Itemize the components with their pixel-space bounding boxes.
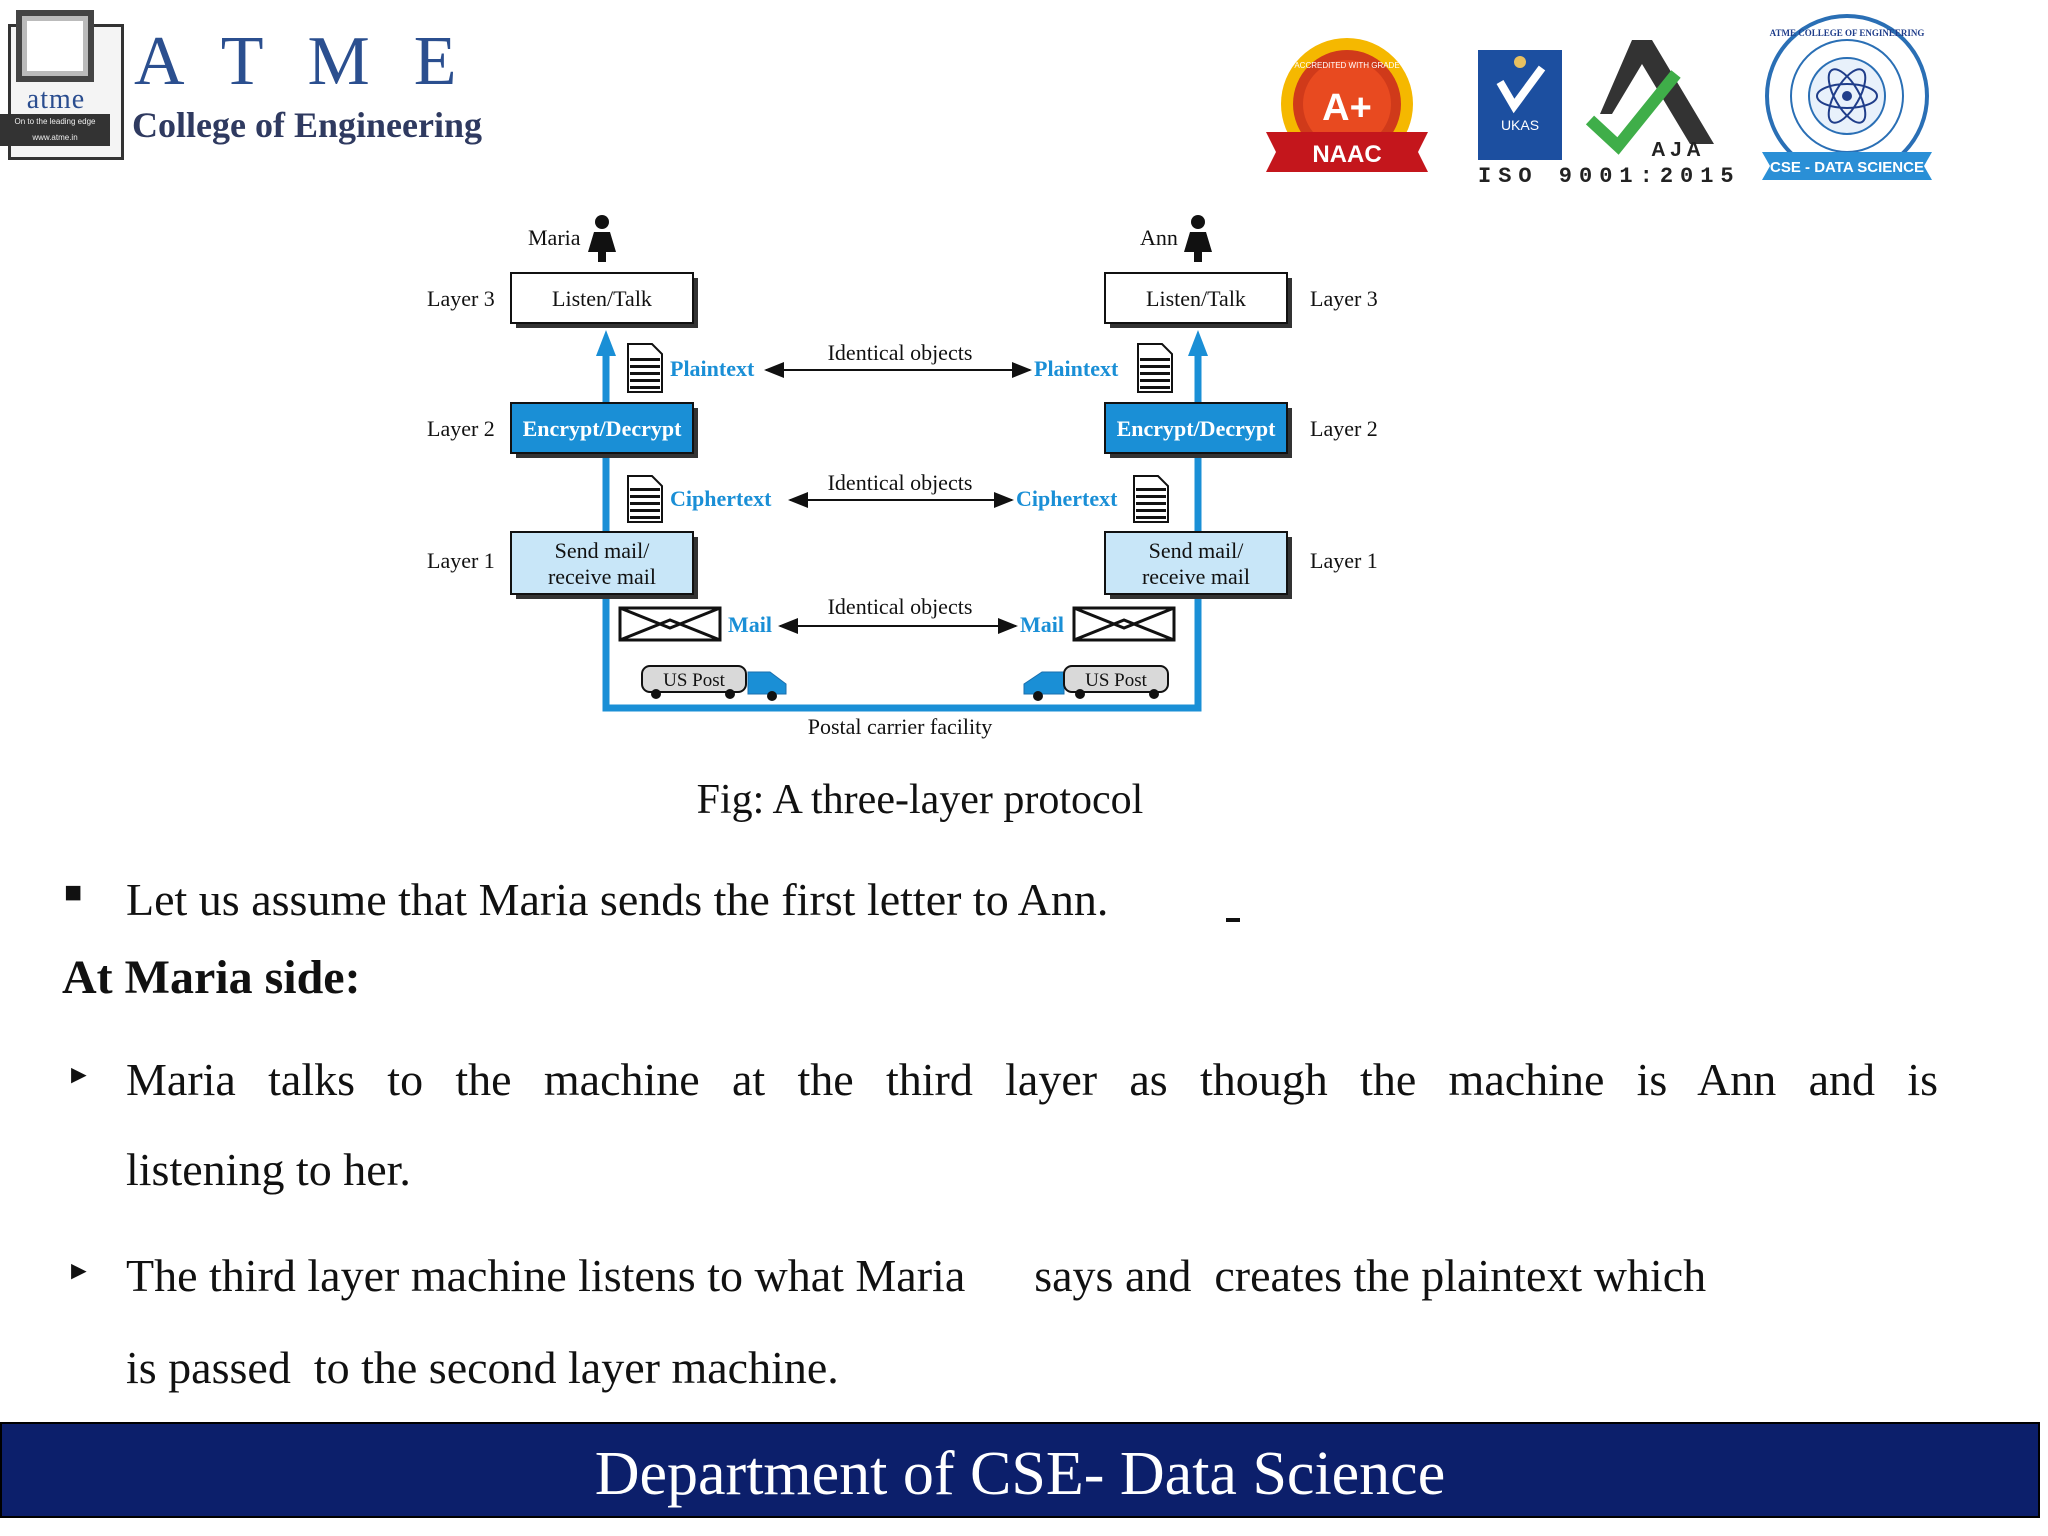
right-listen-talk-label: Listen/Talk xyxy=(1146,286,1246,311)
bullet3-line2: is passed to the second layer machine. xyxy=(126,1342,839,1393)
bullet2-arrow-icon: ► xyxy=(66,1060,92,1089)
right-up-arrow-icon xyxy=(1188,330,1208,356)
right-person-label: Ann xyxy=(1140,225,1178,250)
right-plaintext-document-icon xyxy=(1137,343,1173,393)
right-us-post-truck-icon: US Post xyxy=(1023,665,1169,701)
right-us-post-label: US Post xyxy=(1085,670,1147,691)
right-send-receive-box: Send mail/ receive mail xyxy=(1104,531,1292,599)
three-layer-protocol-diagram: Maria Ann Layer 3 Layer 2 Layer 1 Layer … xyxy=(427,215,1378,739)
left-up-arrow-icon xyxy=(596,330,616,356)
right-layer3-label: Layer 3 xyxy=(1310,286,1378,311)
naac-ring-text: ACCREDITED WITH GRADE xyxy=(1294,61,1399,70)
left-person-label: Maria xyxy=(528,225,581,250)
left-mail-envelope-icon xyxy=(618,606,722,642)
text-cursor xyxy=(1226,918,1240,922)
left-encrypt-decrypt-box: Encrypt/Decrypt xyxy=(510,402,698,458)
left-listen-talk-box: Listen/Talk xyxy=(510,272,698,328)
left-listen-talk-label: Listen/Talk xyxy=(552,286,652,311)
bullet3-line1: The third layer machine listens to what … xyxy=(126,1250,1707,1301)
maria-side-heading: At Maria side: xyxy=(62,951,361,1004)
right-mail-label: Mail xyxy=(1020,612,1064,637)
identical-objects-label-3: Identical objects xyxy=(828,594,973,619)
bullet2-line1: Maria talks to the machine at the third … xyxy=(126,1054,1938,1105)
aja-label: A J A xyxy=(1651,139,1701,161)
left-ciphertext-document-icon xyxy=(627,475,663,523)
naac-badge-icon: ACCREDITED WITH GRADE A+ NAAC xyxy=(1266,38,1428,172)
right-layer1-label: Layer 1 xyxy=(1310,548,1378,573)
left-ciphertext-label: Ciphertext xyxy=(670,486,772,511)
right-plaintext-label: Plaintext xyxy=(1034,356,1119,381)
left-plaintext-document-icon xyxy=(627,343,663,393)
left-us-post-label: US Post xyxy=(663,670,725,691)
left-mail-label: Mail xyxy=(728,612,772,637)
bullet2-line2: listening to her. xyxy=(126,1144,411,1195)
naac-label: NAAC xyxy=(1312,141,1381,168)
cse-ring-text: ATME COLLEGE OF ENGINEERING xyxy=(1770,28,1925,38)
left-send-receive-box: Send mail/ receive mail xyxy=(510,531,698,599)
right-encrypt-decrypt-box: Encrypt/Decrypt xyxy=(1104,402,1292,458)
right-layer2-label: Layer 2 xyxy=(1310,416,1378,441)
cse-data-science-seal-icon: ATME COLLEGE OF ENGINEERING CSE - DATA S… xyxy=(1762,14,1932,180)
postal-carrier-label: Postal carrier facility xyxy=(808,714,992,739)
carrier-path xyxy=(602,348,1202,712)
right-mail-envelope-icon xyxy=(1072,606,1176,642)
bullet3-arrow-icon: ► xyxy=(66,1256,92,1285)
ann-person-icon xyxy=(1184,215,1212,262)
left-send-line1: Send mail/ xyxy=(555,538,651,563)
right-send-line1: Send mail/ xyxy=(1149,538,1245,563)
cse-banner: CSE - DATA SCIENCE xyxy=(1770,159,1924,176)
left-layer3-label: Layer 3 xyxy=(427,286,495,311)
left-plaintext-label: Plaintext xyxy=(670,356,755,381)
right-send-line2: receive mail xyxy=(1142,564,1250,589)
left-layer2-label: Layer 2 xyxy=(427,416,495,441)
left-us-post-truck-icon: US Post xyxy=(641,665,787,701)
brand-subtitle: College of Engineering xyxy=(132,105,482,145)
right-encrypt-decrypt-label: Encrypt/Decrypt xyxy=(1117,416,1277,441)
right-listen-talk-box: Listen/Talk xyxy=(1104,272,1292,328)
maria-person-icon xyxy=(588,215,616,262)
bullet1-square-icon: ■ xyxy=(64,876,83,909)
naac-grade: A+ xyxy=(1322,87,1372,129)
ukas-badge-icon: UKAS xyxy=(1478,50,1562,160)
identical-objects-label-1: Identical objects xyxy=(828,340,973,365)
left-layer1-label: Layer 1 xyxy=(427,548,495,573)
left-send-line2: receive mail xyxy=(548,564,656,589)
right-ciphertext-label: Ciphertext xyxy=(1016,486,1118,511)
left-encrypt-decrypt-label: Encrypt/Decrypt xyxy=(523,416,683,441)
footer-bar xyxy=(0,1422,2040,1518)
logo-word: atme xyxy=(26,84,86,115)
right-ciphertext-document-icon xyxy=(1133,475,1169,523)
logo-tagline: On to the leading edge www.atme.in xyxy=(0,114,110,146)
figure-caption: Fig: A three-layer protocol xyxy=(696,777,1144,823)
brand-title: ATME xyxy=(134,23,501,100)
atme-logo-square-icon xyxy=(16,10,94,82)
iso-certification: ISO 9001:2015 xyxy=(1478,164,1741,189)
ukas-label: UKAS xyxy=(1501,117,1539,133)
bullet1-text: Let us assume that Maria sends the first… xyxy=(126,874,1109,925)
aja-logo-icon: A J A xyxy=(1585,40,1714,161)
identical-objects-label-2: Identical objects xyxy=(828,470,973,495)
footer-department-text: Department of CSE- Data Science xyxy=(594,1440,1446,1508)
